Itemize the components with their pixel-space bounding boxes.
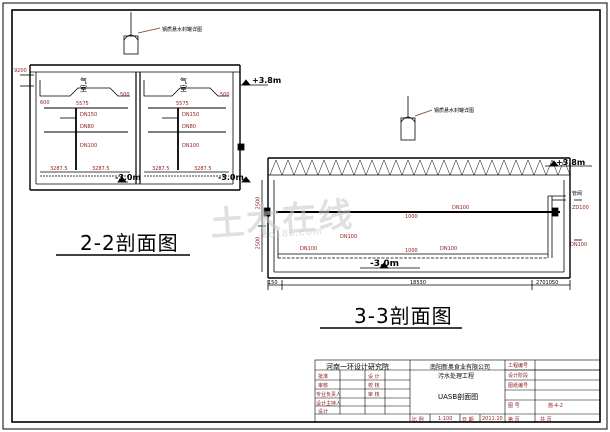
dim-500-b: 500 xyxy=(220,92,230,98)
dim-left: 150 xyxy=(268,280,278,286)
dim-3287-d: 3287.5 xyxy=(194,166,212,172)
tb-project-no-label: 工程编号 xyxy=(508,363,529,369)
dim-5575-a: 5575 xyxy=(76,101,89,107)
inner-border xyxy=(11,9,601,423)
tb-client-2: 污水处理工程 xyxy=(438,373,475,380)
tb-drawing-no-label: 图纸编号 xyxy=(508,383,529,389)
section-2-2-title: 2-2剖面图 xyxy=(80,231,179,255)
pipe-dn150-a: DN150 xyxy=(80,112,98,118)
pipe-dn100-3: DN100 xyxy=(440,246,458,252)
pipe-dn100-2: DN100 xyxy=(300,246,318,252)
pipe-dn100-5: DN100 xyxy=(570,242,588,248)
left-elev-bottom-2: -3.0m xyxy=(218,173,244,182)
gas-label-1b: 室 xyxy=(80,85,87,93)
dim-3287-b: 3287.5 xyxy=(92,166,110,172)
tb-role-5: 设计 xyxy=(318,409,329,415)
tb-page-label: 第 页 xyxy=(508,417,520,423)
left-elev-bottom-1: -3.0m xyxy=(115,173,141,182)
dim-3287-c: 3287.5 xyxy=(152,166,170,172)
tb-sheet-value: 施-4-2 xyxy=(548,403,563,409)
dim-1000-b: 1000 xyxy=(405,248,418,254)
tb-scale-value: 1:100 xyxy=(438,416,453,422)
tb-design-phase-label: 设计阶段 xyxy=(508,373,529,379)
right-callout: 钢质悬水封罐详图 xyxy=(434,108,475,114)
pipe-dn80-b: DN80 xyxy=(182,124,196,130)
dim-5575-b: 5575 xyxy=(176,101,189,107)
pipe-dn100-1: DN100 xyxy=(452,205,470,211)
tb-sheet-label: 图 号 xyxy=(508,403,520,409)
dim-2500: 2500 xyxy=(255,196,262,210)
dim-2500-b: 2500 xyxy=(255,236,262,250)
tb-role-value-1: 设 计 xyxy=(368,374,380,380)
tb-role-value-2: 校 核 xyxy=(368,383,380,389)
dim-total: 18530 xyxy=(410,280,426,286)
right-elev-top: +3.8m xyxy=(556,158,586,167)
dim-500-a: 500 xyxy=(120,92,130,98)
right-elev-bottom: -3.0m xyxy=(370,259,400,269)
gas-label-1: 气 xyxy=(80,77,87,85)
left-callout: 钢质悬水封罐详图 xyxy=(162,27,203,33)
side-label-2: 管阀 xyxy=(572,191,583,197)
tb-date-label: 日 期 xyxy=(462,417,474,423)
gas-label-2: 气 xyxy=(180,77,187,85)
tb-role-3: 专业负责人 xyxy=(316,392,342,398)
dim-right: 2701050 xyxy=(536,280,559,286)
side-label: ZD100 xyxy=(572,205,589,211)
dim-9200: 9200 xyxy=(14,68,27,74)
pipe-dn80-a: DN80 xyxy=(80,124,94,130)
tb-role-1: 批准 xyxy=(318,374,329,380)
left-elev-top: +3.8m xyxy=(252,76,282,85)
tb-total-label: 共 页 xyxy=(540,417,552,423)
section-3-3-title: 3-3剖面图 xyxy=(354,304,453,328)
dim-1000-a: 1000 xyxy=(405,214,418,220)
tb-org: 河南一环设计研究院 xyxy=(326,363,389,371)
tb-client-1: 南阳新奥食业有限公司 xyxy=(430,364,491,371)
pipe-dn100-b: DN100 xyxy=(182,143,200,149)
pipe-dn100-4: DN100 xyxy=(340,234,358,240)
tb-role-2: 审核 xyxy=(318,383,329,389)
tb-role-4: 设计主持人 xyxy=(316,401,342,407)
section-3-3 xyxy=(258,96,592,290)
tb-role-value-3: 审 核 xyxy=(368,392,380,398)
gas-label-2b: 室 xyxy=(180,85,187,93)
pipe-dn100-a: DN100 xyxy=(80,143,98,149)
dim-600: 600 xyxy=(40,100,50,106)
section-2-2 xyxy=(20,12,268,191)
tb-drawing-name: UASB剖面图 xyxy=(438,393,479,401)
tb-date-value: 2011.10 xyxy=(482,416,503,422)
pipe-dn150-b: DN150 xyxy=(182,112,200,118)
title-block xyxy=(314,359,601,423)
tb-scale-label: 比 例 xyxy=(412,417,424,423)
dim-3287-a: 3287.5 xyxy=(50,166,68,172)
